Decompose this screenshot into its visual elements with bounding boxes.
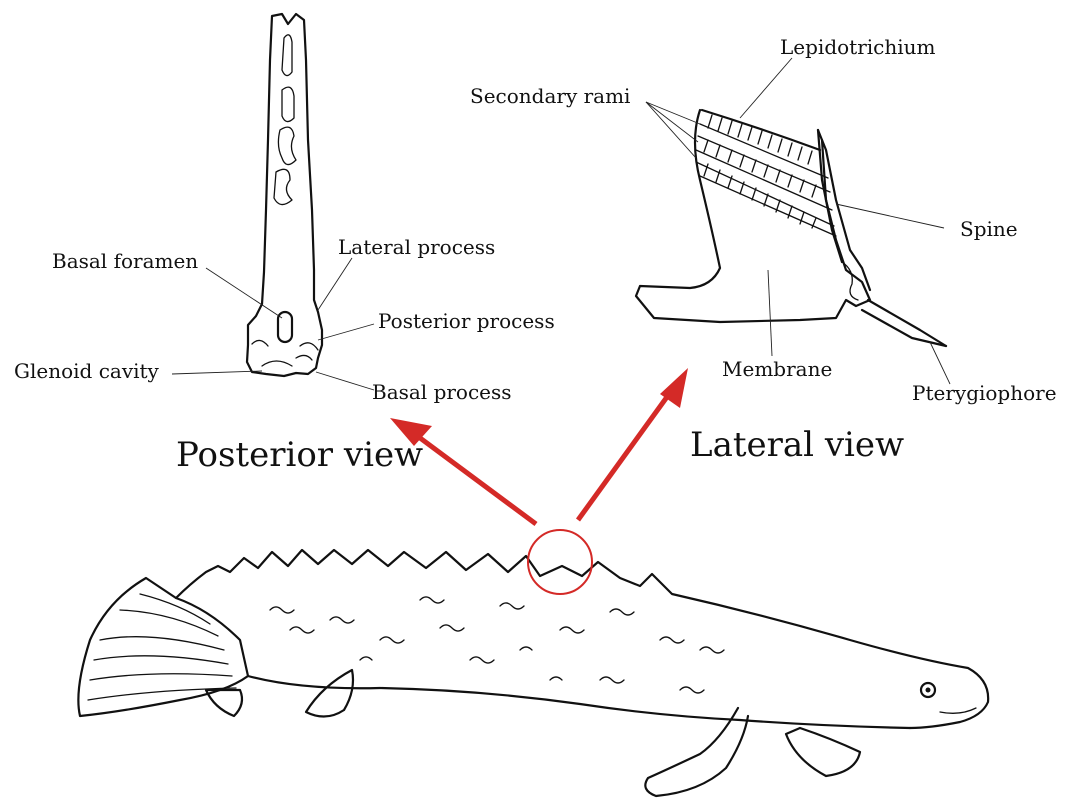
lateral-view-title: Lateral view bbox=[690, 425, 904, 465]
label-lepidotrichium: Lepidotrichium bbox=[780, 35, 936, 59]
label-basal-process: Basal process bbox=[372, 380, 512, 404]
lateral-view-leaders bbox=[646, 58, 950, 384]
label-posterior-process: Posterior process bbox=[378, 309, 555, 333]
label-basal-foramen: Basal foramen bbox=[52, 249, 198, 273]
arrow-to-lateral-view bbox=[578, 390, 672, 520]
posterior-view-illustration bbox=[247, 14, 322, 376]
posterior-view-leaders bbox=[172, 258, 374, 390]
fish-illustration bbox=[78, 550, 988, 796]
posterior-view-title: Posterior view bbox=[176, 435, 423, 475]
label-pterygiophore: Pterygiophore bbox=[912, 381, 1057, 405]
lateral-view-illustration bbox=[636, 110, 946, 346]
posterior-view-labels: Basal foramen Lateral process Posterior … bbox=[14, 235, 555, 475]
label-membrane: Membrane bbox=[722, 357, 832, 381]
label-spine: Spine bbox=[960, 217, 1018, 241]
arrow-to-posterior-view bbox=[412, 432, 536, 524]
finlet-highlight-circle bbox=[528, 530, 592, 594]
label-glenoid-cavity: Glenoid cavity bbox=[14, 359, 160, 383]
label-secondary-rami: Secondary rami bbox=[470, 84, 630, 108]
lateral-view-labels: Lepidotrichium Secondary rami Spine Memb… bbox=[470, 35, 1057, 465]
label-lateral-process: Lateral process bbox=[338, 235, 495, 259]
